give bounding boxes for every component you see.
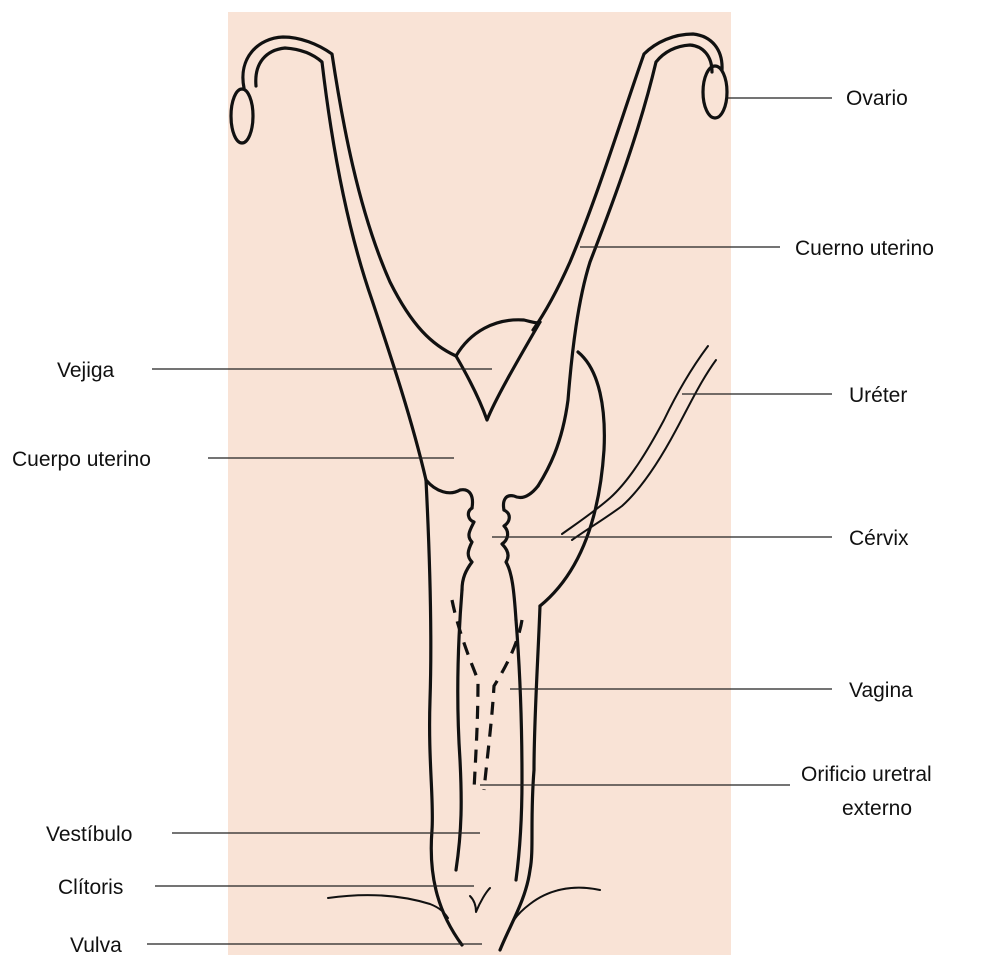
label-vulva: Vulva [70,934,122,955]
label-cervix: Cérvix [849,527,909,550]
label-clitoris: Clítoris [58,876,123,899]
background-panel [228,12,731,955]
label-orificio-uretral-line1: Orificio uretral [801,763,932,786]
label-vejiga: Vejiga [57,359,115,382]
label-ureter: Uréter [849,384,907,407]
label-vagina: Vagina [849,679,913,702]
label-cuerno-uterino: Cuerno uterino [795,237,934,260]
label-vestibulo: Vestíbulo [46,823,132,846]
label-ovario: Ovario [846,87,908,110]
label-orificio-uretral-line2: externo [842,797,912,820]
label-cuerpo-uterino: Cuerpo uterino [12,448,151,471]
